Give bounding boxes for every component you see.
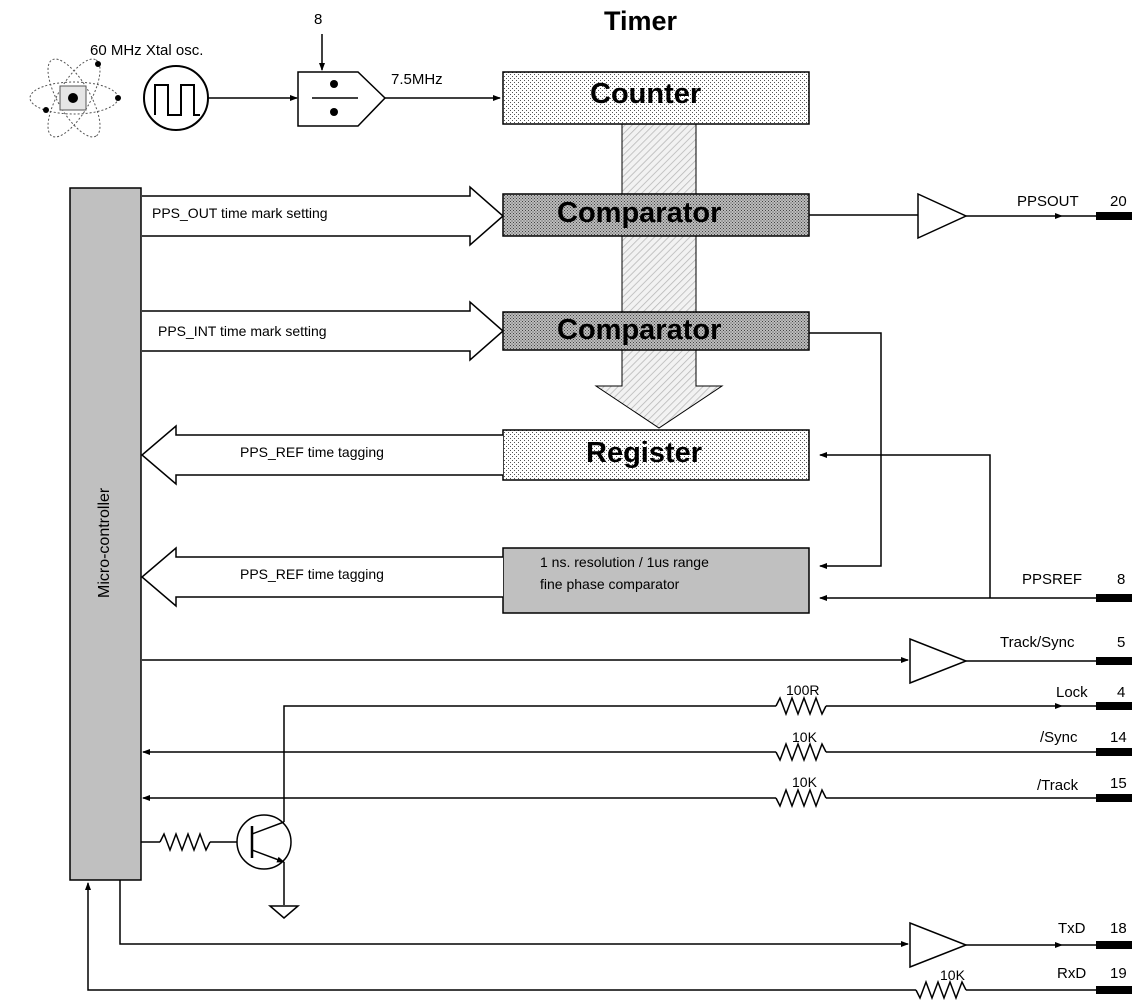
pps-ref-tagging-bus-2 (140, 546, 503, 608)
resistor-track-label: 10K (792, 774, 817, 790)
counter-bus-arrow (594, 349, 724, 429)
pin-number-lock: 4 (1117, 684, 1126, 701)
fine-phase-comparator-block (502, 547, 810, 614)
oscillator-label: 60 MHz Xtal osc. (90, 42, 204, 59)
resistor-lock (775, 695, 827, 717)
pin-terminal-lock (1096, 702, 1132, 710)
pin-number-ppsout: 20 (1110, 193, 1127, 210)
comparator-out-block (502, 193, 810, 237)
resistor-track (775, 787, 827, 809)
divider-value: 8 (314, 11, 323, 28)
pin-number-sync: 14 (1110, 729, 1127, 746)
divider-output-freq: 7.5MHz (391, 71, 443, 88)
pin-name-ppsref: PPSREF (1022, 571, 1083, 588)
register-label: Register (586, 437, 703, 469)
ppsout-buffer (917, 192, 968, 240)
pin-terminal-rxd (1096, 986, 1132, 994)
divider-block (297, 71, 387, 127)
counter-bus-2 (621, 235, 697, 313)
pin-name-sync: /Sync (1040, 729, 1078, 746)
phase-comparator-line1: 1 ns. resolution / 1us range (540, 554, 709, 570)
phase-comparator-line2: fine phase comparator (540, 576, 680, 592)
counter-block (502, 71, 810, 125)
pin-name-rxd: RxD (1057, 965, 1087, 982)
pin-number-track-sync: 5 (1117, 634, 1126, 651)
txd-buffer (909, 921, 969, 969)
resistor-rxd-label: 10K (940, 967, 965, 983)
microcontroller-label: Micro-controller (96, 487, 113, 598)
comparator-int-label: Comparator (557, 314, 722, 346)
pin-name-lock: Lock (1056, 684, 1088, 701)
pps-out-setting-bus (142, 185, 505, 247)
transistor-icon (236, 814, 292, 870)
comparator-out-label: Comparator (557, 197, 722, 229)
diagram-title: Timer (604, 6, 678, 36)
pps-int-setting-bus (142, 300, 505, 362)
register-block (502, 429, 810, 481)
pin-terminal-ppsref (1096, 594, 1132, 602)
resistor-base (159, 831, 211, 853)
pps-ref-tagging-label-2: PPS_REF time tagging (240, 566, 384, 582)
ppsref-register-wire (819, 452, 991, 598)
microcontroller-block (69, 187, 142, 881)
pin-terminal-track (1096, 794, 1132, 802)
ground-icon (267, 905, 301, 919)
pin-name-ppsout: PPSOUT (1017, 193, 1079, 210)
pps-ref-tagging-bus-1 (140, 424, 503, 486)
pin-name-track: /Track (1037, 777, 1079, 794)
pin-terminal-txd (1096, 941, 1132, 949)
pin-name-track-sync: Track/Sync (1000, 634, 1075, 651)
pin-number-txd: 18 (1110, 920, 1127, 937)
counter-label: Counter (590, 78, 702, 110)
pps-out-setting-label: PPS_OUT time mark setting (152, 205, 328, 221)
pin-terminal-ppsout (1096, 212, 1132, 220)
pin-number-rxd: 19 (1110, 965, 1127, 982)
resistor-rxd (915, 979, 967, 1001)
resistor-sync (775, 741, 827, 763)
pin-terminals (1096, 212, 1132, 994)
pps-ref-tagging-label-1: PPS_REF time tagging (240, 444, 384, 460)
oscillator-icon (143, 65, 209, 131)
pin-number-track: 15 (1110, 775, 1127, 792)
atom-icon (29, 58, 121, 138)
pin-number-ppsref: 8 (1117, 571, 1126, 588)
pin-terminal-track-sync (1096, 657, 1132, 665)
track-sync-buffer (909, 637, 969, 685)
pin-terminal-sync (1096, 748, 1132, 756)
pps-int-feedback-wire (809, 332, 882, 569)
counter-bus-1 (621, 123, 697, 195)
pin-name-txd: TxD (1058, 920, 1086, 937)
pps-int-setting-label: PPS_INT time mark setting (158, 323, 327, 339)
resistor-sync-label: 10K (792, 729, 817, 745)
resistor-lock-label: 100R (786, 682, 820, 698)
